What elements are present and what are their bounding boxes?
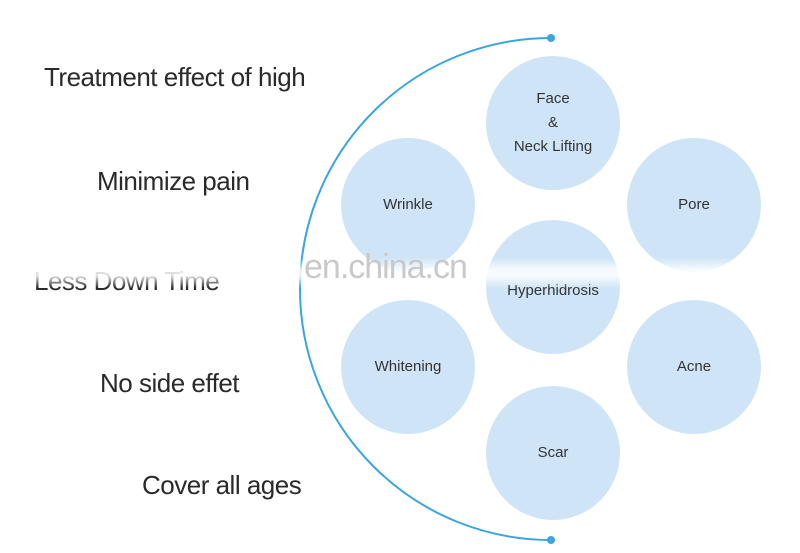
arc-endpoint-bottom [547, 536, 555, 544]
circle-scar: Scar [486, 386, 620, 520]
circle-whitening: Whitening [341, 300, 475, 434]
benefit-minimize-pain: Minimize pain [97, 166, 250, 196]
acne-label: Acne [676, 358, 712, 375]
arc-line [299, 37, 552, 541]
benefit-cover-all-ages: Cover all ages [142, 470, 302, 500]
circle-pore: Pore [627, 138, 761, 272]
face-label-line3: Neck Lifting [513, 138, 593, 155]
wrinkle-label: Wrinkle [383, 196, 433, 213]
scar-label: Scar [537, 444, 569, 461]
benefit-treatment-effect: Treatment effect of high [44, 62, 306, 92]
arc-endpoint-top [547, 34, 555, 42]
whitening-label: Whitening [374, 358, 442, 375]
face-label-line2: & [547, 114, 558, 131]
watermark-text: en.china.cn [304, 248, 468, 286]
circle-face-neck-lifting: Face & Neck Lifting [486, 56, 620, 190]
circle-acne: Acne [627, 300, 761, 434]
pore-label: Pore [678, 196, 710, 213]
face-label-line1: Face [536, 90, 570, 107]
circle-wrinkle: Wrinkle [341, 138, 475, 272]
benefit-no-side-effect: No side effet [100, 368, 240, 398]
watermark-band [30, 258, 800, 288]
